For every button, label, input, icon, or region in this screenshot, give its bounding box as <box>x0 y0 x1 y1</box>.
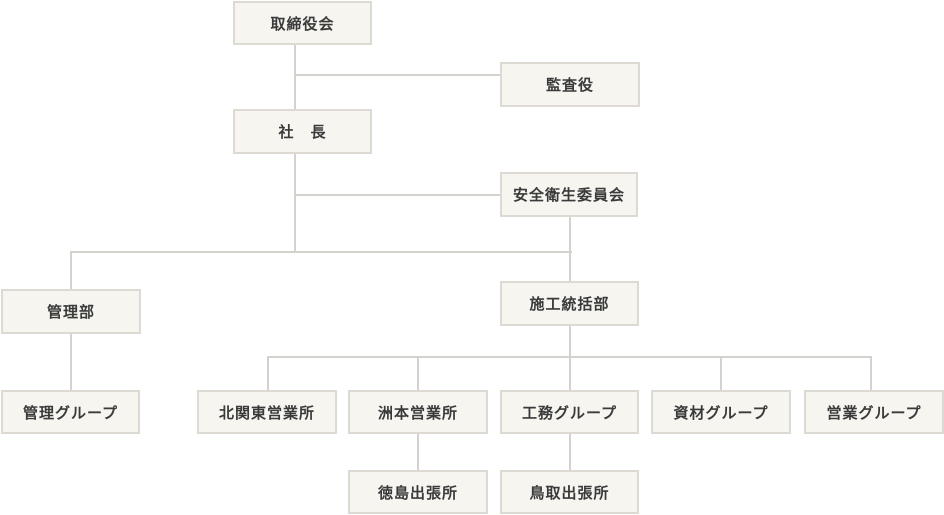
node-sales-group: 営業グループ <box>804 390 944 434</box>
connector-president-trunk <box>294 153 296 252</box>
node-president: 社 長 <box>233 109 372 154</box>
node-tottori-branch: 鳥取出張所 <box>500 470 639 514</box>
connector-board-president <box>294 44 296 110</box>
connector-construction-stem <box>569 325 571 357</box>
node-sumoto-office: 洲本営業所 <box>348 390 488 434</box>
connector-engineering-to-tottori <box>569 433 571 471</box>
node-safety-committee: 安全衛生委員会 <box>500 172 638 217</box>
node-tokushima-branch: 徳島出張所 <box>348 470 488 514</box>
node-materials-group: 資材グループ <box>651 390 791 434</box>
node-admin-group: 管理グループ <box>1 390 140 434</box>
node-board: 取締役会 <box>233 1 372 45</box>
connector-sumoto-drop <box>417 356 419 391</box>
node-admin-dept: 管理部 <box>1 289 141 334</box>
connector-sales-drop <box>870 356 872 391</box>
node-engineering-group: 工務グループ <box>500 390 639 434</box>
node-auditor: 監査役 <box>500 62 640 107</box>
connector-auditor <box>295 74 501 76</box>
connector-engineering-drop <box>569 356 571 391</box>
connector-department-bus <box>70 251 572 253</box>
node-construction-dept: 施工統括部 <box>500 281 639 326</box>
connector-sumoto-to-tokushima <box>417 433 419 471</box>
node-kitakanto-office: 北関東営業所 <box>197 390 337 434</box>
connector-materials-drop <box>720 356 722 391</box>
connector-admin-dept-drop <box>70 251 72 291</box>
connector-safety-to-construction <box>569 217 571 283</box>
connector-kitakanto-drop <box>267 356 269 391</box>
connector-admin-dept-to-group <box>70 333 72 391</box>
connector-safety-committee <box>295 194 501 196</box>
